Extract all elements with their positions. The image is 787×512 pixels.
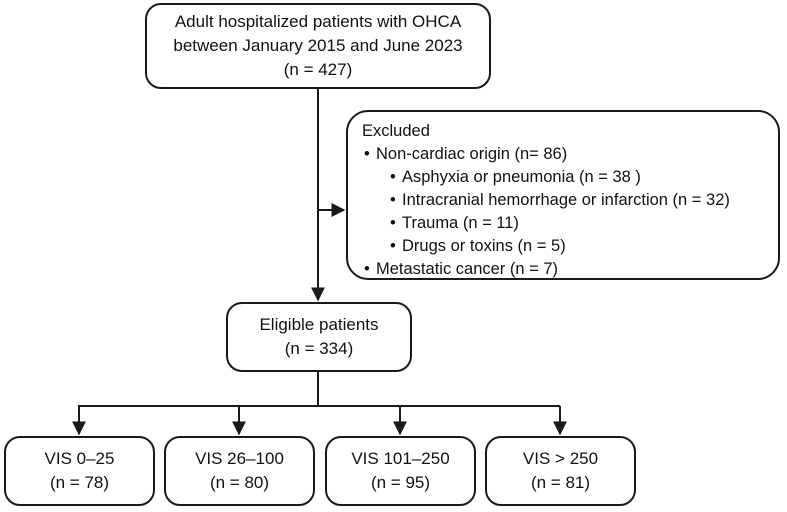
group-count: (n = 81): [530, 473, 591, 492]
group-label: VIS > 250: [522, 449, 599, 468]
excluded-item: • Intracranial hemorrhage or infarction (…: [362, 189, 778, 212]
excluded-item: • Drugs or toxins (n = 5): [362, 235, 778, 258]
eligible-label: Eligible patients: [259, 315, 379, 334]
group-box-vis-0-25: VIS 0–25 (n = 78): [4, 436, 155, 506]
eligible-count: (n = 334): [284, 339, 354, 358]
eligible-box: Eligible patients (n = 334): [226, 302, 412, 372]
excluded-item-text: Trauma (n = 11): [402, 214, 519, 232]
group-box-vis-26-100: VIS 26–100 (n = 80): [164, 436, 315, 506]
bullet-icon: •: [364, 145, 370, 163]
bullet-icon: •: [390, 237, 396, 255]
cohort-count: (n = 427): [283, 60, 353, 79]
group-count: (n = 95): [370, 473, 431, 492]
cohort-line-2: between January 2015 and June 2023: [173, 36, 463, 55]
group-box-vis-101-250: VIS 101–250 (n = 95): [325, 436, 476, 506]
excluded-item: • Asphyxia or pneumonia (n = 38 ): [362, 166, 778, 189]
cohort-box: Adult hospitalized patients with OHCA be…: [145, 3, 491, 89]
group-label: VIS 26–100: [195, 449, 284, 468]
bullet-icon: •: [390, 191, 396, 209]
group-box-vis-over-250: VIS > 250 (n = 81): [485, 436, 636, 506]
cohort-line-1: Adult hospitalized patients with OHCA: [174, 12, 462, 31]
excluded-item: • Trauma (n = 11): [362, 212, 778, 235]
excluded-item-text: Intracranial hemorrhage or infarction (n…: [402, 191, 730, 209]
group-label: VIS 0–25: [44, 449, 115, 468]
excluded-title: Excluded: [362, 122, 430, 140]
excluded-item-text: Drugs or toxins (n = 5): [402, 237, 566, 255]
group-count: (n = 78): [49, 473, 110, 492]
group-label: VIS 101–250: [351, 449, 450, 468]
excluded-item-text: Metastatic cancer (n = 7): [376, 260, 559, 278]
excluded-item-text: Asphyxia or pneumonia (n = 38 ): [402, 168, 641, 186]
group-count: (n = 80): [209, 473, 270, 492]
bullet-icon: •: [390, 168, 396, 186]
bullet-icon: •: [364, 260, 370, 278]
excluded-item: • Metastatic cancer (n = 7): [362, 258, 778, 281]
excluded-box: Excluded • Non-cardiac origin (n= 86) • As…: [346, 110, 780, 280]
excluded-item-text: Non-cardiac origin (n= 86): [376, 145, 568, 163]
bullet-icon: •: [390, 214, 396, 232]
excluded-item: • Non-cardiac origin (n= 86): [362, 143, 778, 166]
